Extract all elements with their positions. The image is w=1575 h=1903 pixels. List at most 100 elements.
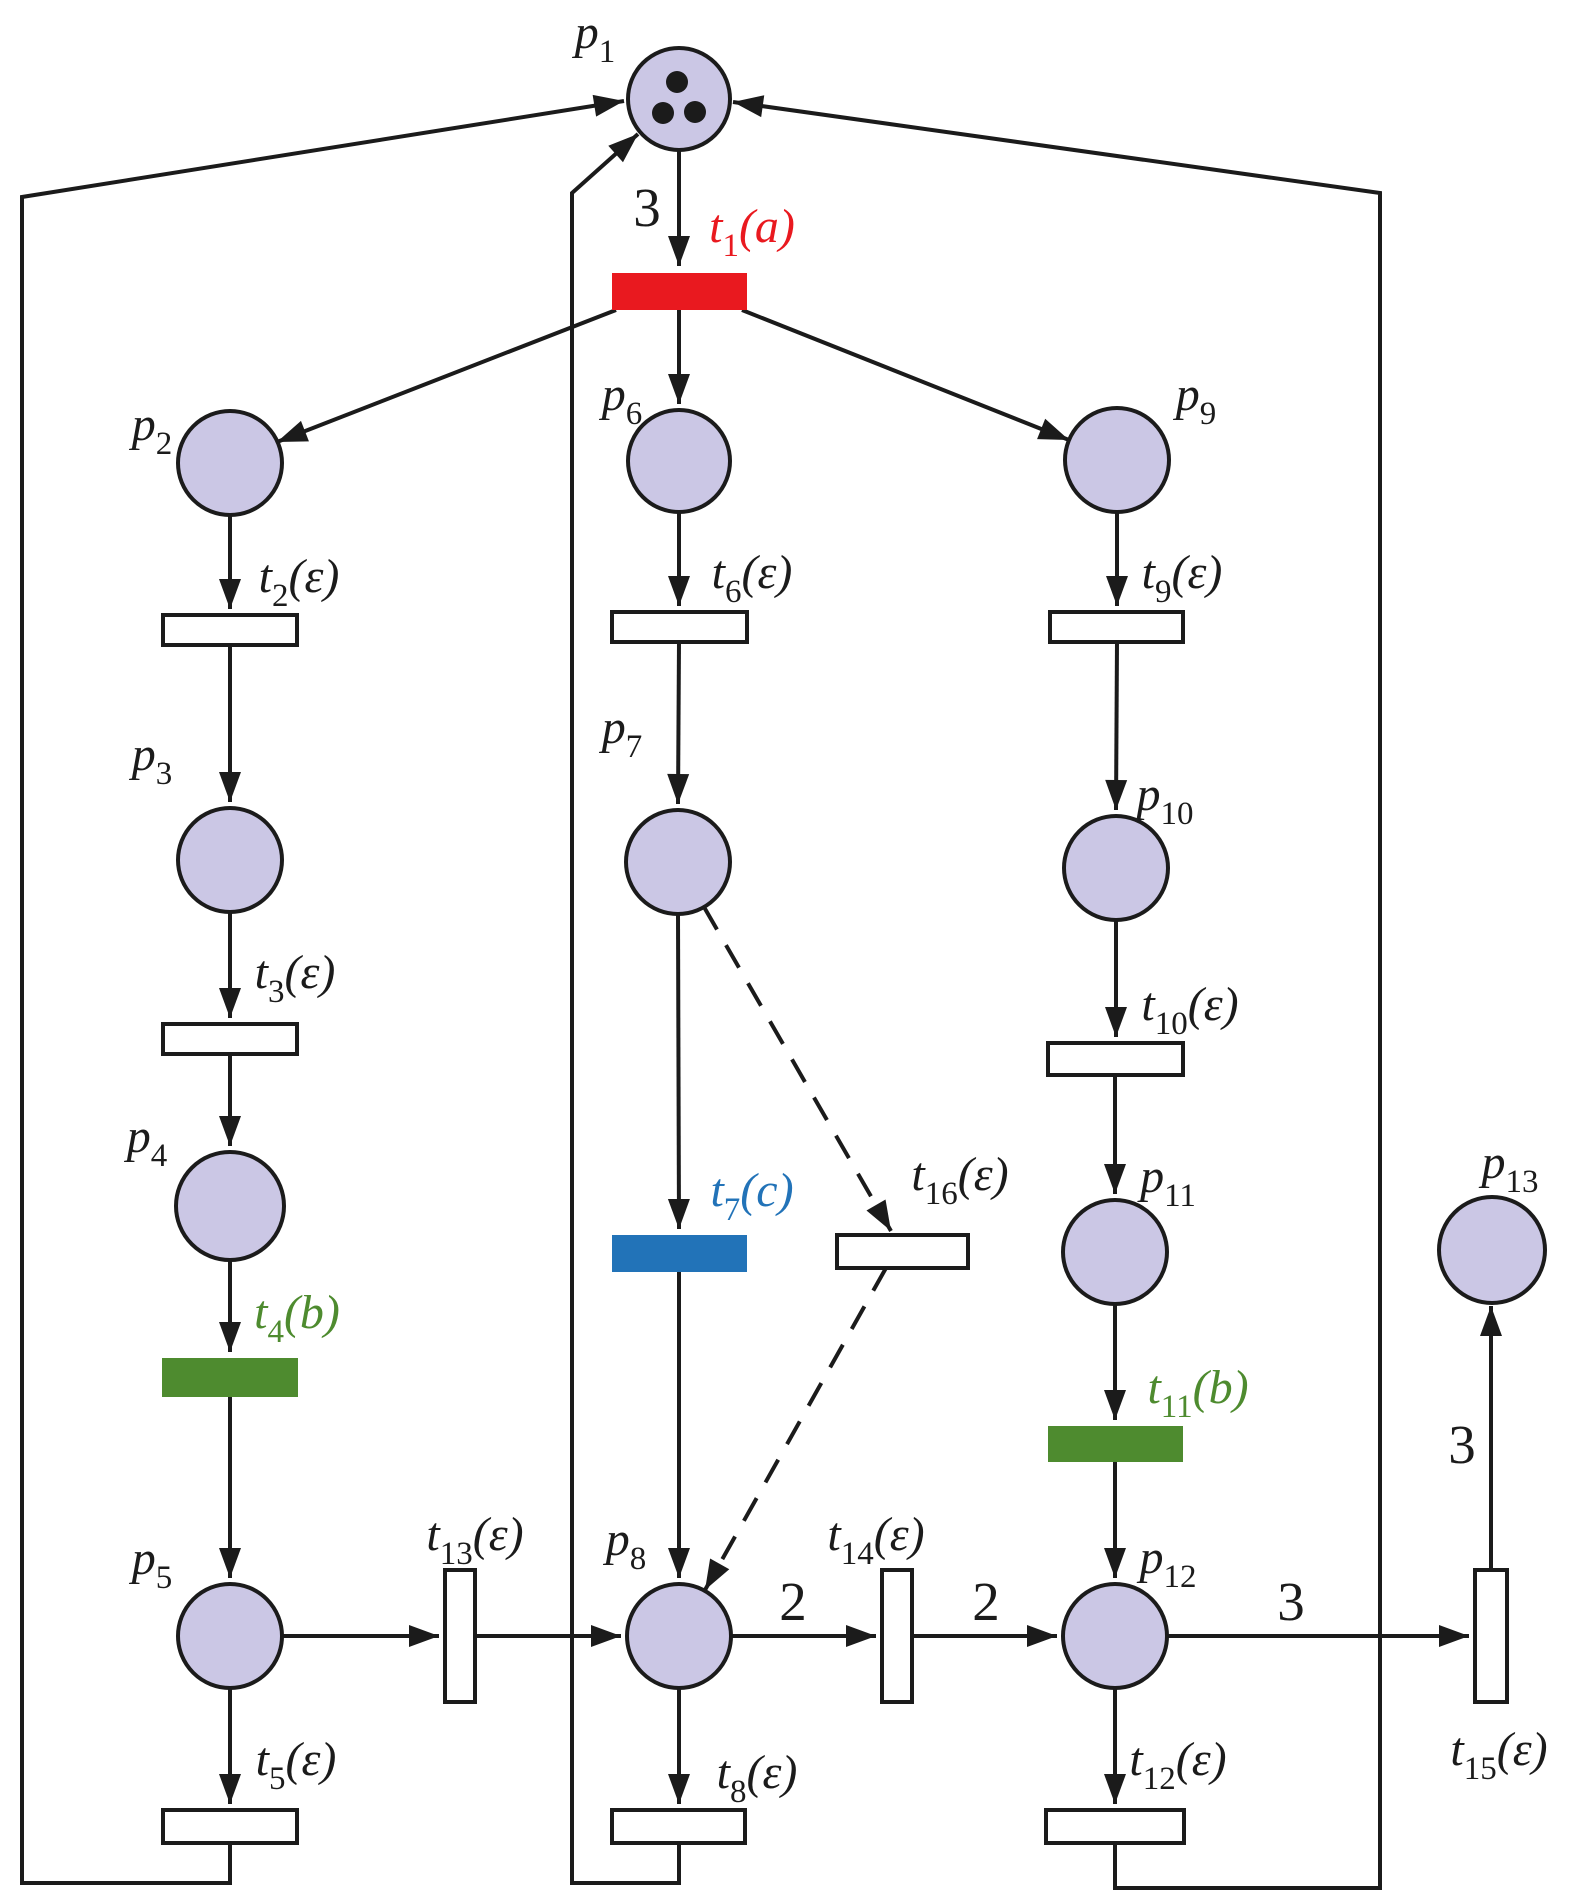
arrowhead-t7-p8 [668,1548,690,1578]
transition-label-t7: t7(c) [710,1164,793,1228]
arrowhead-t11-p12 [1104,1548,1126,1578]
arrowhead-p5-t13 [409,1625,439,1647]
arrowhead-p12-t12 [1104,1774,1126,1804]
place-p3 [176,806,284,914]
transition-label-t10: t10(ε) [1141,978,1238,1042]
place-label-p4: p4 [124,1110,168,1174]
place-label-p11: p11 [1137,1150,1196,1214]
transition-t7 [612,1235,747,1272]
arrowhead-p3-t3 [219,988,241,1018]
place-p11 [1061,1198,1169,1306]
place-label-p5: p5 [129,1532,173,1596]
transition-label-t5: t5(ε) [256,1733,337,1797]
transition-label-t6: t6(ε) [712,546,793,610]
arrowhead-p6-t6 [668,576,690,606]
arc-weight-w-p12-t15: 3 [1277,1571,1305,1632]
arc-t1-p2 [276,308,617,444]
arrowhead-p2-t2 [219,579,241,609]
arrowhead-p1-t1 [668,236,690,266]
place-label-p9: p9 [1173,368,1217,432]
place-label-p2: p2 [129,398,173,462]
arrowhead-t10-p11 [1104,1164,1126,1194]
arc-p7-t7 [676,913,681,1230]
arrowhead-t13-p8 [591,1625,621,1647]
place-label-p3: p3 [129,728,173,792]
arc-weight-w-p8-t14: 2 [779,1571,807,1632]
transition-t14 [880,1568,914,1704]
arrowhead-p9-t9 [1106,576,1128,606]
arrowhead-p5-t5 [219,1774,241,1804]
transition-t6 [610,610,749,644]
place-p5 [176,1582,284,1690]
arc-t1-p9 [741,308,1070,442]
transition-label-t16: t16(ε) [911,1148,1008,1212]
place-p1 [626,46,732,152]
arrowhead-p8-t8 [668,1774,690,1804]
place-label-p6: p6 [599,368,643,432]
place-p8 [625,1582,733,1690]
arrowhead-p8-t14 [846,1625,876,1647]
arrowhead-t16-p8 [705,1558,730,1590]
place-label-p12: p12 [1137,1531,1197,1595]
place-p2 [176,409,284,517]
transition-t13 [443,1568,477,1704]
arrowhead-p7-t7 [667,1198,690,1229]
token-dot-p1-2 [652,102,674,124]
transition-t4 [162,1358,298,1397]
transition-t16 [835,1233,970,1270]
arc-weight-w-p1-t1: 3 [633,177,661,238]
arrowhead-t6-p7 [667,773,690,804]
place-label-p8: p8 [603,1513,647,1577]
arrowhead-t2-p3 [219,772,241,802]
transition-label-t12: t12(ε) [1129,1733,1226,1797]
arc-t5-p1 [20,99,625,1885]
place-label-p10: p10 [1134,768,1194,832]
arrowhead-t5-p1 [592,94,624,117]
arrowhead-p12-t15 [1439,1625,1469,1647]
transition-label-t15: t15(ε) [1450,1723,1547,1787]
place-label-p7: p7 [599,701,643,765]
arrowhead-p4-t4 [219,1322,241,1352]
transition-t2 [161,613,299,647]
place-p12 [1061,1582,1169,1690]
transition-label-t11: t11(b) [1147,1361,1248,1425]
arrowhead-t12-p1 [733,95,765,118]
place-label-p13: p13 [1479,1136,1539,1200]
arrowhead-t1-p2 [277,420,309,442]
transition-t12 [1044,1808,1186,1845]
arrowhead-t15-p13 [1480,1306,1502,1336]
token-dot-p1-1 [666,71,688,93]
arc-t8-p1 [570,132,681,1885]
transition-label-t14: t14(ε) [827,1508,924,1572]
arrowhead-t1-p9 [1037,418,1069,440]
transition-t9 [1048,610,1185,644]
arc-t12-p1 [732,100,1382,1890]
transition-t5 [161,1808,299,1845]
place-p10 [1062,814,1170,922]
transition-t10 [1046,1041,1185,1077]
arc-p7-t16 [702,906,893,1232]
token-dot-p1-3 [684,101,706,123]
transition-label-t13: t13(ε) [426,1508,523,1572]
transition-t15 [1473,1568,1509,1704]
arrowhead-t8-p1 [608,134,638,163]
arrowhead-t9-p10 [1105,779,1128,810]
transition-t11 [1048,1426,1183,1462]
arrowhead-t14-p12 [1027,1625,1057,1647]
arrowhead-t3-p4 [219,1116,241,1146]
arrowhead-p10-t10 [1105,1007,1127,1037]
place-label-p1: p1 [572,6,616,70]
arc-weight-w-t15-p13: 3 [1448,1414,1476,1475]
arc-weight-w-t14-p12: 2 [972,1571,1000,1632]
place-p13 [1437,1195,1547,1305]
place-p7 [624,808,732,916]
transition-t1 [612,273,747,310]
transition-label-t1: t1(a) [709,200,795,264]
transition-label-t8: t8(ε) [717,1746,798,1810]
arrowhead-p11-t11 [1104,1390,1126,1420]
transition-label-t4: t4(b) [254,1286,340,1350]
transition-t8 [610,1808,747,1845]
transition-label-t3: t3(ε) [255,946,336,1010]
